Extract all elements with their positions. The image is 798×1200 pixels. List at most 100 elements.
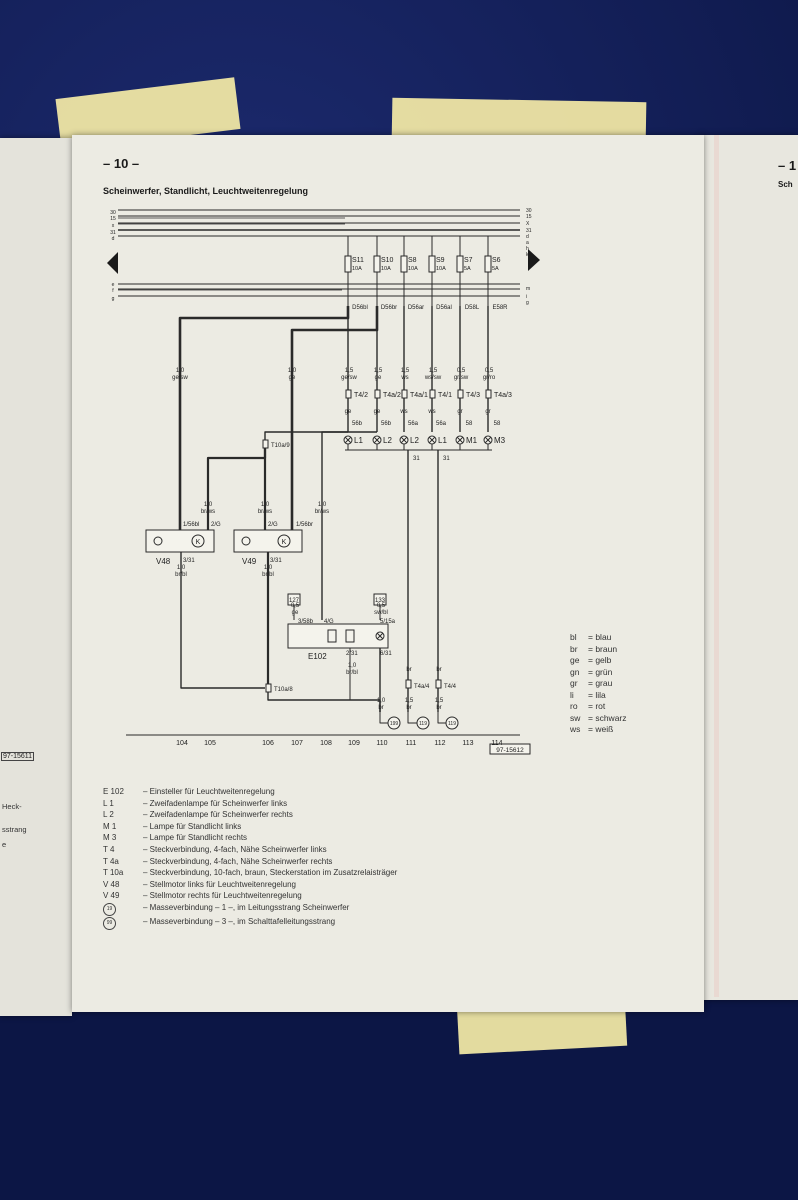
fuse-label: S9: [436, 257, 445, 264]
color-code: ws: [570, 724, 581, 734]
legend-code: L 2: [103, 810, 114, 820]
connector-t4-3: [457, 389, 464, 399]
legend-code: 19: [103, 902, 143, 916]
color-name: = grau: [588, 678, 613, 688]
legend-desc: – Masseverbindung – 1 –, im Leitungsstra…: [143, 902, 350, 912]
connector-t4-1: [429, 389, 436, 399]
connector-t10a9: [262, 439, 269, 449]
bus-right-label: g: [526, 300, 529, 306]
legend-code: V 49: [103, 891, 120, 901]
fuse-amp: 5A: [492, 266, 499, 272]
wire-size-label: 1,5: [435, 698, 444, 704]
color-name: = weiß: [588, 724, 614, 734]
color-name: = gelb: [588, 655, 612, 665]
fuse-output-label: D56bl: [352, 305, 368, 311]
wire-color-label: ws: [400, 375, 408, 381]
connector-label: T4a/4: [414, 684, 430, 690]
wire-br-ws: [264, 431, 348, 440]
wire-br-ws-right: [321, 431, 377, 530]
wire-color-label: gr: [457, 409, 462, 415]
wire-br-ws-left: [206, 448, 267, 530]
legend-desc: – Steckverbindung, 4-fach, Nähe Scheinwe…: [143, 856, 333, 866]
right-page-subtitle: Sch: [778, 180, 793, 189]
fuse-output-label: D58L: [465, 305, 480, 311]
legend-desc: – Stellmotor rechts für Leuchtweitenrege…: [143, 891, 302, 901]
legend-code: T 10a: [103, 868, 124, 878]
pin-label: 56b: [381, 421, 392, 427]
fuse-amp: 10A: [436, 266, 446, 272]
fuse-s10: [373, 255, 381, 273]
lamp-l2-cross: [400, 436, 408, 444]
connector-label: T4/3: [466, 392, 480, 399]
motor-symbol: K: [282, 539, 287, 546]
left-snippet: sstrang: [2, 825, 27, 834]
lamp-label: L1: [438, 436, 447, 445]
legend-row: 19– Masseverbindung – 1 –, im Leitungsst…: [103, 902, 397, 916]
pin-label: 56a: [408, 421, 419, 427]
left-snippet: e: [2, 840, 7, 849]
wire-color-label: ge: [375, 375, 382, 381]
fuse-amp: 10A: [408, 266, 418, 272]
legend-code: V 48: [103, 879, 120, 889]
track-number: 111: [406, 740, 417, 747]
bus-right-label: m: [526, 286, 530, 292]
color-code-row: li= lila: [570, 690, 627, 702]
color-code: bl: [570, 632, 577, 642]
color-code: sw: [570, 712, 581, 723]
box-label: 133: [375, 598, 386, 604]
connector-label: T4a/2: [383, 392, 401, 399]
legend-desc: – Steckverbindung, 10-fach, braun, Steck…: [143, 868, 398, 878]
wire-color-label: ge/sw: [341, 375, 357, 381]
wire-size-label: 1,0: [261, 502, 270, 508]
legend-row: T 10a – Steckverbindung, 10-fach, braun, …: [103, 867, 397, 879]
bus-left-label: 30: [110, 210, 116, 216]
connector-label: T4/1: [438, 392, 452, 399]
motor-pin-label: 3/31: [183, 558, 195, 564]
legend-code: T 4a: [103, 856, 119, 866]
color-code-row: ro= rot: [570, 701, 627, 713]
adjuster-pin-label: 6/31: [380, 651, 392, 657]
color-code-row: gr= grau: [570, 678, 627, 690]
motor-pin-label: 2/G: [211, 522, 221, 528]
wire-color-label: br/ws: [258, 509, 272, 515]
color-code-row: ge= gelb: [570, 655, 627, 667]
wire-size-label: 1,5: [429, 368, 438, 374]
bus-right-label: a: [526, 240, 529, 246]
lamp-label: L2: [410, 436, 419, 445]
pin-label: 56b: [352, 421, 363, 427]
motor-ground-left: [180, 552, 265, 689]
wire-size-label: 1,5: [405, 698, 414, 704]
lamp-label: M1: [466, 436, 478, 445]
left-diagram-tag: 97-15611: [1, 752, 35, 761]
left-page: [0, 138, 72, 1016]
lamp-l1-cross: [344, 436, 352, 444]
adjuster-label: E102: [308, 652, 327, 661]
wire-color-label: ge: [289, 375, 296, 381]
fuse-label: S7: [464, 257, 473, 264]
lamp-m3-cross: [484, 436, 492, 444]
connector-t4-2: [345, 389, 352, 399]
legend-code: T 4: [103, 844, 115, 854]
legend-desc: – Steckverbindung, 4-fach, Nähe Scheinwe…: [143, 844, 327, 854]
wire-size-label: 1,0: [348, 663, 357, 669]
bus-right-label: k: [526, 252, 529, 258]
motor-symbol: K: [196, 539, 201, 546]
wire-size-label: 1,5: [345, 368, 354, 374]
ground-point-label: 119: [419, 721, 427, 727]
legend-code: M 1: [103, 821, 117, 831]
color-code: ro: [570, 701, 578, 711]
ground-point-label: 199: [390, 721, 399, 727]
wire-color-label: ws: [399, 409, 407, 415]
legend-code: M 3: [103, 833, 117, 843]
fuse-amp: 5A: [464, 266, 471, 272]
pin-label: 58: [494, 421, 501, 427]
feed-ge-sw: [178, 306, 350, 530]
bus-left-label: 15: [110, 216, 116, 222]
adjuster-pin-label: 3/58b: [298, 619, 314, 625]
diagram-number: 97-15612: [496, 747, 524, 754]
adjuster-resistor: [327, 629, 337, 643]
wire-color-label: gr/sw: [454, 375, 469, 381]
wire-size-label: 1,0: [377, 698, 386, 704]
legend-code: 99: [103, 916, 143, 930]
